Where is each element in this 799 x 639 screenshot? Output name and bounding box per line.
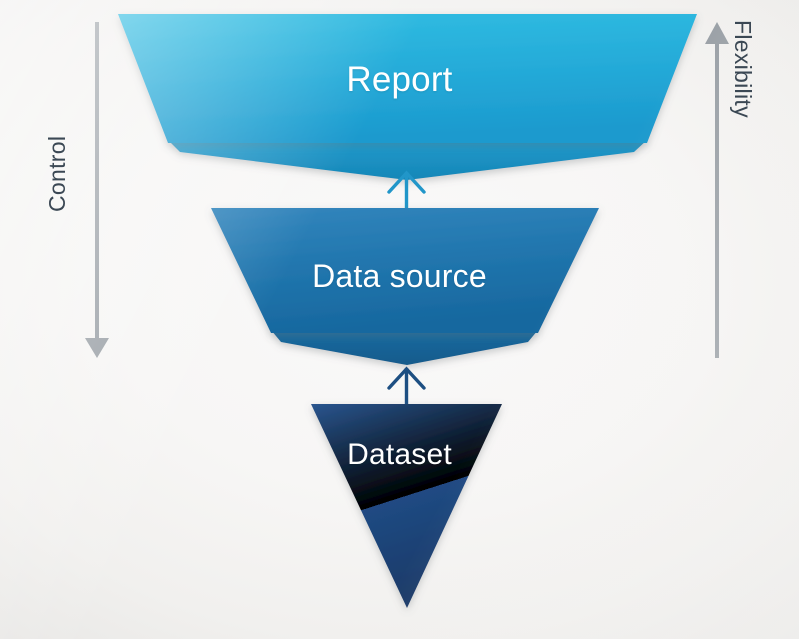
control-arrow-head-down — [85, 338, 109, 358]
flexibility-arrow-head-up — [705, 22, 729, 44]
connector-dataset-to-data-source — [387, 366, 426, 404]
dataset-shape[interactable] — [311, 404, 502, 608]
stage-label-dataset: Dataset — [347, 438, 452, 471]
stage-label-report: Report — [346, 60, 453, 99]
stage-label-data-source: Data source — [312, 258, 487, 294]
data-source-fold-shadow — [271, 330, 538, 365]
axis-label-flexibility: Flexibility — [730, 20, 756, 118]
axis-label-control: Control — [44, 135, 70, 212]
stage-dataset[interactable] — [311, 404, 502, 608]
